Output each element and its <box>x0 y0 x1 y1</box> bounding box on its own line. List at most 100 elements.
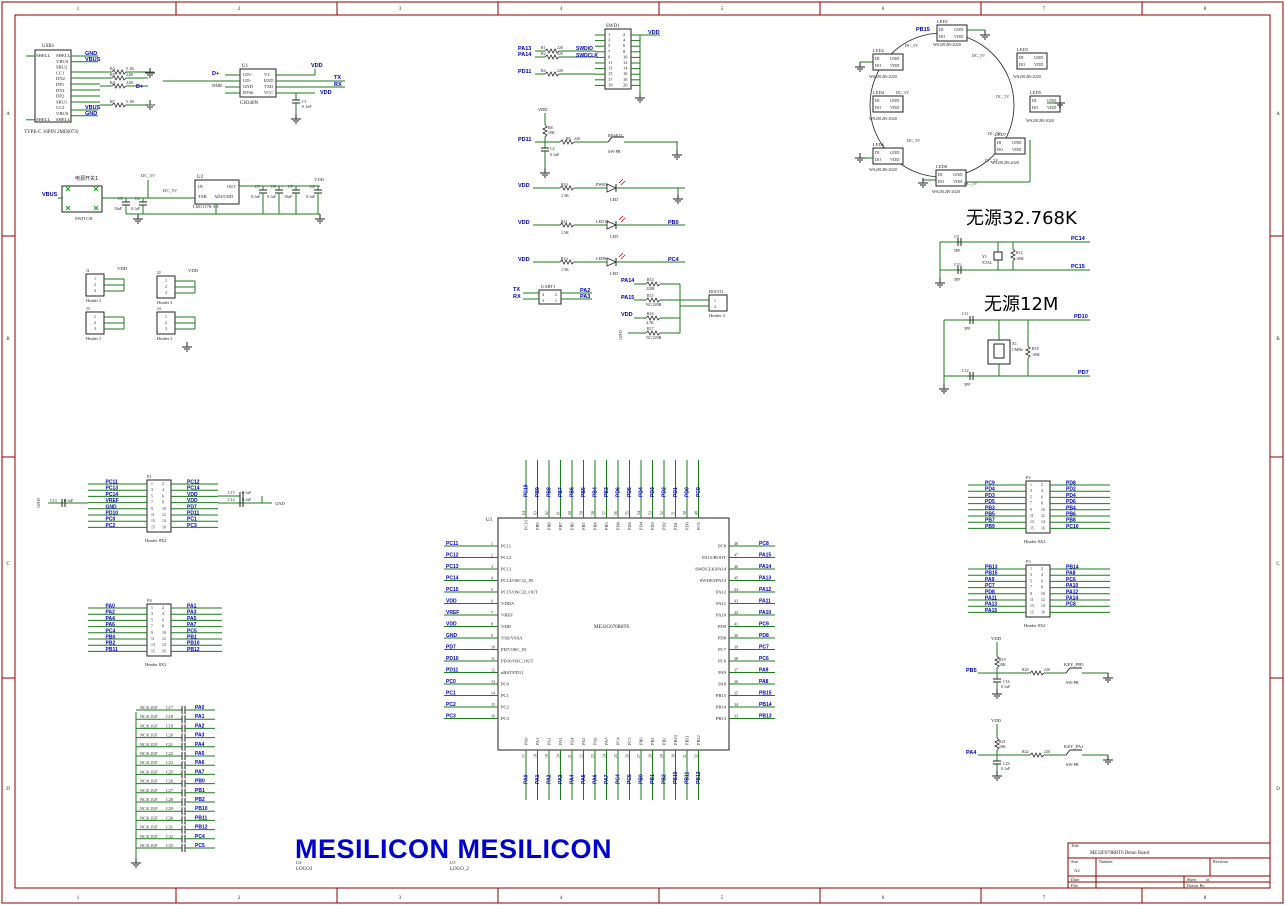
header-pin: 9 <box>151 507 153 511</box>
mcu-net: PB1 <box>650 774 656 784</box>
mcu-net: PD8 <box>759 633 769 639</box>
resistor-ref: R21 <box>999 739 1006 744</box>
column-label: 8 <box>1204 7 1207 12</box>
mcu-net: PA13 <box>759 576 771 582</box>
header-pin: 15 <box>151 649 155 653</box>
header-net: PC14 <box>106 492 119 498</box>
mcu-pin: SWDCLK/PA14 <box>695 567 726 572</box>
ws2812-led-body <box>872 95 904 113</box>
mcu-net: PD2 <box>662 487 668 497</box>
mcu-net: PA14 <box>759 564 771 570</box>
header8x2-body <box>146 603 172 657</box>
led-symbol <box>606 220 617 230</box>
mcu-net: PB4 <box>593 487 599 497</box>
row-label: D <box>6 787 10 792</box>
header-net: PA8 <box>1066 571 1076 577</box>
cap-ref: C28 <box>166 797 173 802</box>
header-part: Header 8X2 <box>145 662 166 667</box>
mcu-pin: PA8 <box>718 682 726 687</box>
mcu-pin-number: 7 <box>491 610 493 615</box>
switch-ref: RESET1 <box>608 133 623 138</box>
header-ref: J1 <box>86 268 90 273</box>
usb-net-label: VBUS <box>85 57 101 63</box>
header-net: PB1 <box>187 635 197 641</box>
swd-pin: 18 <box>623 77 628 82</box>
header-pin: 2 <box>165 320 167 325</box>
usb-pin-label: SBU2 <box>56 65 68 70</box>
switch-ref: KEY_PB5 <box>1064 662 1084 667</box>
mcu-net: PB2 <box>662 774 668 784</box>
ws2812-part: WS2812B-2020 <box>869 167 897 172</box>
mcu-net: PC10 <box>524 484 530 497</box>
led-right-net: PC4 <box>668 257 680 263</box>
resistor-value: 220 <box>557 68 563 73</box>
switch-ref: KEY_PA1 <box>1064 744 1084 749</box>
mcu-pin: VDDA <box>501 601 515 606</box>
mcu-pin-number: 25 <box>614 754 618 758</box>
mcu-pin: PB15 <box>716 693 727 698</box>
logo-ref: LOGO_2 <box>450 867 469 872</box>
mcu-pin-number: 9 <box>491 633 493 638</box>
row-label: C <box>6 562 10 567</box>
header-part: Header 8X2 <box>1024 539 1045 544</box>
resistor-value: 22R <box>126 80 133 85</box>
header-pin: 2 <box>162 606 164 610</box>
swd-pin: 17 <box>608 77 613 82</box>
ws2812-ref: LED2 <box>873 48 884 53</box>
mcu-pin: PA5 <box>581 737 586 745</box>
column-label: 3 <box>399 7 402 12</box>
header-pin: 2 <box>1041 483 1043 487</box>
mcu-net: PD3 <box>650 487 656 497</box>
ch340-body <box>239 68 277 98</box>
row-label: A <box>1276 112 1280 117</box>
mcu-pin: PD2 <box>662 522 667 530</box>
mcu-net: PC5 <box>627 774 633 784</box>
cap-value: 0.1uF <box>242 490 252 495</box>
resistor-value: 4.7K <box>646 320 654 325</box>
mcu-pin: PA0 <box>524 737 529 745</box>
regulator-body <box>194 179 240 205</box>
resistor <box>1010 248 1016 262</box>
titleblock-label: Number <box>1099 859 1113 864</box>
ws2812-pin: DO <box>1032 105 1038 110</box>
mcu-pin-number: 40 <box>734 633 738 638</box>
header-part: Header 3 <box>86 336 101 341</box>
ws2812-led-body <box>936 24 968 42</box>
mcu-pin-number: 5 <box>491 587 493 592</box>
mcu-pin-number: 63 <box>534 511 538 515</box>
decoup-net: PB1 <box>195 788 205 794</box>
swd-signal: SWDCLK <box>576 53 598 59</box>
ws2812-pin: DO <box>1019 62 1025 67</box>
swd-pin: 8 <box>623 49 626 54</box>
resistor-ref: R19 <box>999 657 1006 662</box>
header-net: VREF <box>106 498 119 504</box>
mcu-net: PA10 <box>759 610 771 616</box>
header-net: PC7 <box>985 583 995 589</box>
cap-value: 5PF <box>964 382 971 387</box>
row-label: B <box>1276 337 1280 342</box>
mcu-net: PB8 <box>547 487 553 497</box>
mcu-pin-number: 55 <box>626 511 630 515</box>
header-net: PC11 <box>106 480 118 486</box>
header-net: PB5 <box>985 512 995 518</box>
swd-pin: 1 <box>608 32 610 37</box>
mcu-pin: PC8 <box>718 544 727 549</box>
mcu-net: PD10 <box>446 656 459 662</box>
header-vdd: VDD <box>117 266 128 271</box>
resistor-value: 5.1K <box>126 99 134 104</box>
regulator-pin: ADJ/GND <box>214 194 234 199</box>
mcu-net: PA3 <box>558 774 564 784</box>
cap-ref: C18 <box>166 714 173 719</box>
resistor-ref: R10 <box>561 182 568 187</box>
titleblock-label: Size <box>1071 859 1078 864</box>
ws2812-ref: LED8 <box>936 164 948 169</box>
ws2812-ref: LED4 <box>873 90 885 95</box>
uart-net: TX <box>513 287 520 293</box>
header-pin: 1 <box>1030 483 1032 487</box>
header-net: PA13 <box>985 602 997 608</box>
reset-net: PD11 <box>518 137 531 143</box>
ws2812-pin: DI <box>939 27 944 32</box>
header-pin: 9 <box>1030 508 1032 512</box>
mcu-net: PB15 <box>759 691 772 697</box>
dc5v-label: DC_5V <box>141 173 156 178</box>
